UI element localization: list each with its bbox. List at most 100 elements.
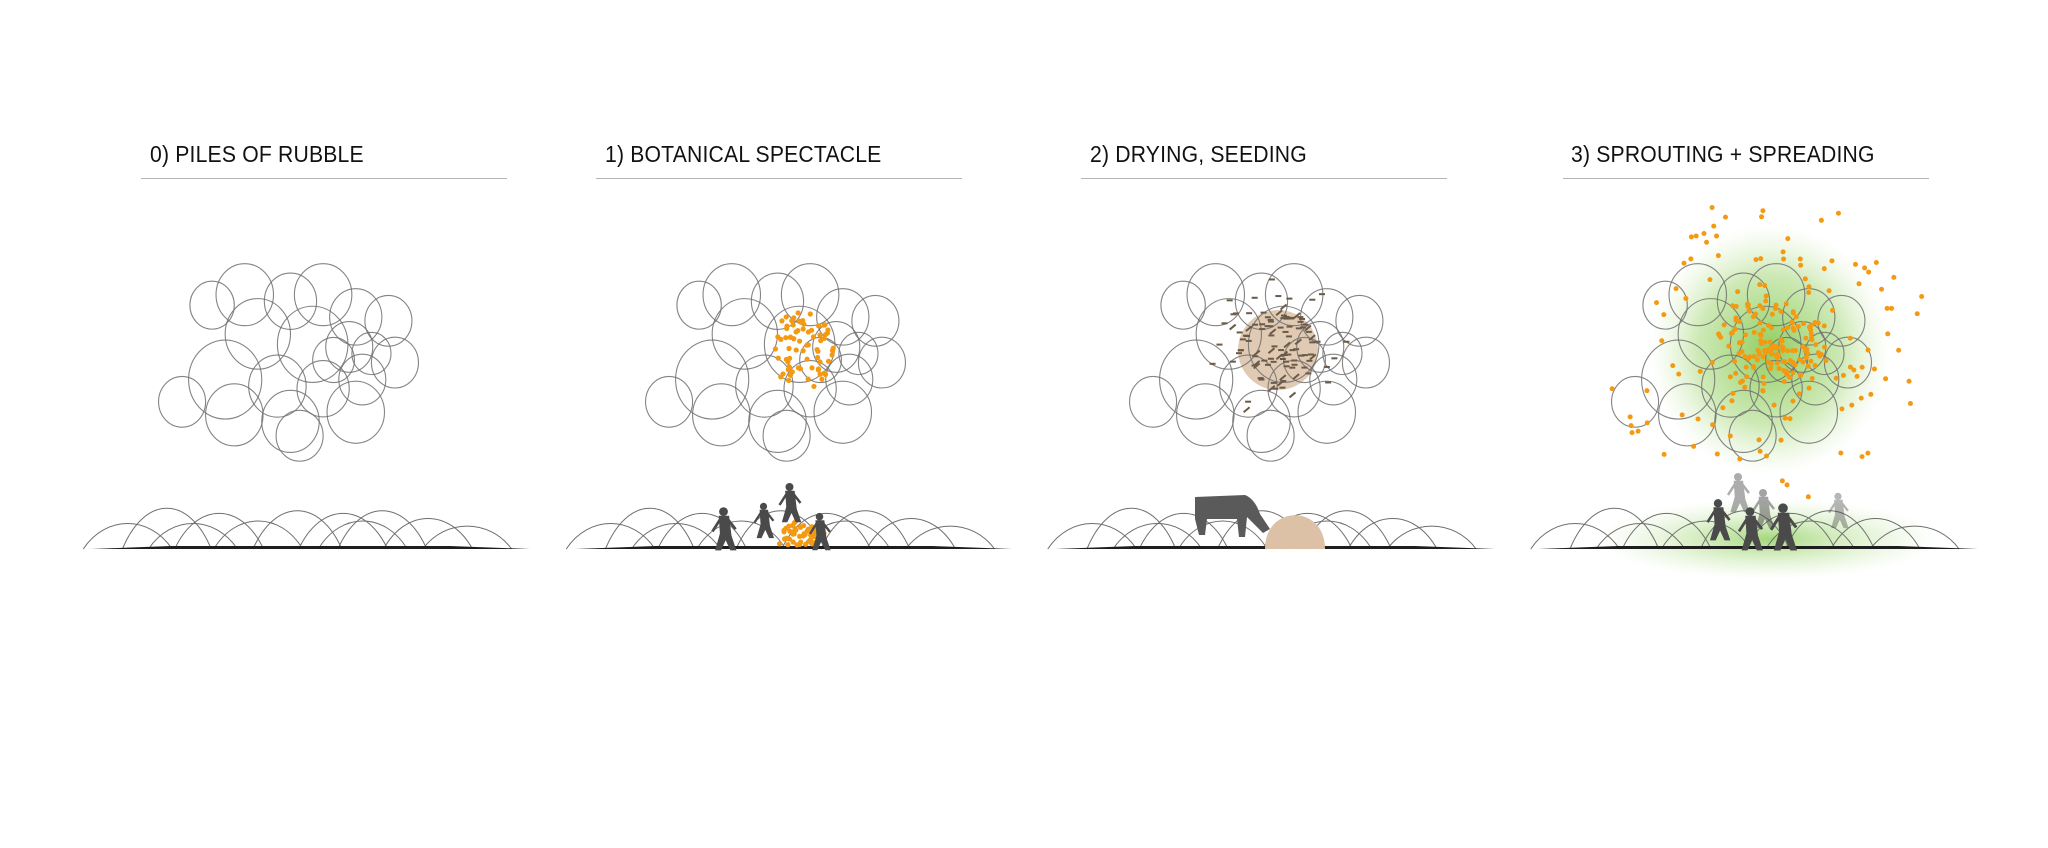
seed-dot	[793, 347, 799, 353]
rubble-hill-profile	[696, 520, 787, 550]
seed-dot	[1758, 256, 1764, 262]
seed-dot	[793, 329, 799, 335]
panel-sprouting-spreading	[1530, 205, 1978, 579]
seed-dot	[1763, 293, 1769, 299]
seed-dot	[1757, 332, 1763, 338]
seed-dot	[1840, 372, 1846, 378]
seed-dot	[1673, 286, 1679, 292]
seed-dot	[1906, 378, 1912, 384]
rubble-pile-outline	[1160, 280, 1206, 330]
seed-dot	[805, 376, 811, 382]
seed-dash	[1253, 362, 1261, 370]
seed-dot	[829, 352, 835, 358]
seed-dot	[1790, 320, 1796, 326]
seed-dot	[811, 383, 817, 390]
seed-dot	[1866, 269, 1872, 275]
seed-dot	[1791, 327, 1797, 333]
rubble-pile-outline	[338, 353, 387, 406]
seed-dot	[1856, 281, 1862, 287]
seed-dot	[1821, 266, 1827, 272]
seed-dot	[1798, 262, 1804, 268]
seed-dot	[1661, 312, 1667, 318]
seed-dot	[804, 342, 810, 348]
rubble-hill-profile	[213, 520, 304, 550]
ground-bloom-dot	[781, 527, 787, 533]
seed-dot	[1854, 373, 1860, 379]
seed-dot	[1858, 395, 1864, 401]
seed-dot	[1742, 384, 1748, 390]
figure-body	[808, 520, 831, 551]
rubble-hill-profile	[317, 520, 408, 550]
seed-dot	[807, 311, 813, 317]
seed-dot	[1808, 331, 1814, 337]
seed-dot	[1760, 388, 1766, 394]
seed-dot	[1885, 331, 1891, 337]
seed-dot	[1769, 311, 1775, 317]
rubble-hill-profile	[121, 507, 212, 550]
seed-dot	[817, 359, 823, 365]
seed-dot	[1737, 456, 1743, 462]
seed-dot	[1830, 307, 1836, 313]
seed-dot	[795, 310, 801, 316]
seed-dot	[818, 338, 824, 344]
rubble-hill-profile	[422, 525, 513, 550]
rubble-hill-profile	[1569, 507, 1660, 550]
seed-dash	[1268, 385, 1276, 392]
rubble-hill-profile	[82, 523, 173, 550]
ground-bloom-dot	[781, 536, 788, 542]
seed-dot	[1780, 327, 1786, 333]
ground-bloom-dot	[787, 528, 793, 534]
seed-dot	[1790, 398, 1796, 404]
rubble-hill-profile	[1086, 507, 1177, 550]
seed-dot	[786, 345, 792, 352]
seed-dash	[1245, 325, 1253, 332]
seed-dot	[816, 323, 822, 329]
seed-dot	[1683, 295, 1689, 301]
rubble-pile-outline	[1611, 375, 1660, 428]
seed-dot	[809, 327, 815, 333]
rubble-hill-profile	[1660, 520, 1751, 550]
figure-head	[815, 512, 824, 521]
rubble-pile-outline	[1129, 375, 1178, 428]
ground-bloom-dot	[793, 527, 799, 533]
seed-dot	[1823, 358, 1829, 364]
seed-dot	[1774, 352, 1780, 358]
rubble-hill-profile	[252, 510, 343, 550]
seed-dot	[1688, 234, 1694, 240]
seed-dot	[1759, 214, 1765, 220]
seed-dot	[1739, 349, 1745, 355]
seed-dot	[1760, 374, 1766, 380]
rubble-pile-outline	[224, 298, 292, 370]
rubble-pile-outline	[1296, 321, 1345, 373]
rubble-pile-outline	[780, 263, 840, 327]
rubble-hill-profile	[383, 517, 473, 550]
seed-dot	[1805, 494, 1811, 500]
seed-dot	[1635, 428, 1641, 434]
seed-dot	[1732, 358, 1738, 364]
rubble-pile-outline	[735, 354, 794, 418]
seed-dash	[1280, 350, 1289, 358]
ground-line	[575, 546, 1012, 549]
mound-seed	[1285, 0, 1322, 523]
seed-dot	[1751, 364, 1757, 370]
seed-dot	[1797, 256, 1803, 262]
rubble-pile-outline	[1642, 280, 1688, 330]
rubble-pile-outline	[189, 280, 235, 330]
seed-dot	[1714, 233, 1720, 239]
figure-head	[1778, 503, 1788, 513]
seed-dot	[1762, 283, 1768, 289]
seed-dot	[1773, 302, 1779, 308]
seed-dot	[1806, 385, 1812, 391]
seed-dot	[1716, 332, 1722, 338]
seed-dot	[1884, 305, 1890, 311]
rubble-pile-outline	[851, 294, 900, 347]
seed-dot	[1808, 358, 1814, 364]
rubble-pile-outline	[1701, 354, 1760, 418]
seed-dot	[790, 322, 796, 328]
seed-dot	[1805, 363, 1811, 369]
drying-patch	[1238, 310, 1318, 390]
ground-line	[91, 546, 530, 549]
mound-seed	[1284, 0, 1317, 543]
mound-seed	[1298, 0, 1315, 518]
seed-dot	[778, 374, 784, 380]
